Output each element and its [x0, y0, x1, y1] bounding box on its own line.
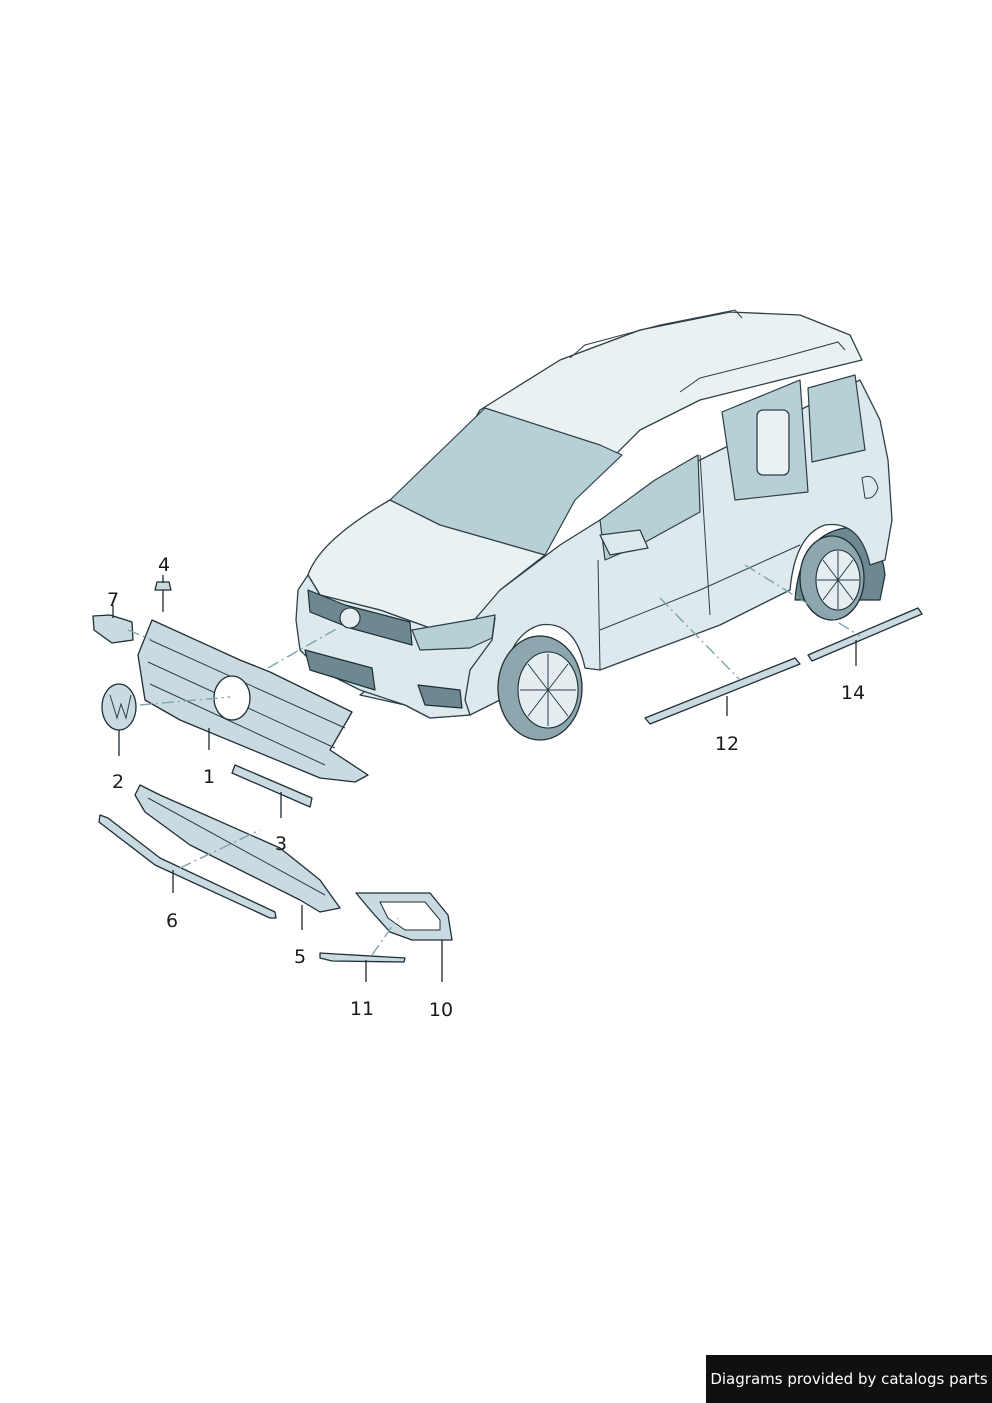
side-mirror: [599, 529, 649, 556]
part-3-trim-strip: [231, 764, 313, 808]
callout-4: 4: [158, 554, 170, 576]
roof-rail-right: [679, 341, 846, 393]
callout-5: 5: [294, 946, 306, 968]
part-11-small-trim: [319, 952, 406, 963]
leader-lines: [112, 575, 857, 982]
door-line-front: [597, 559, 601, 671]
fog-cover-opening: [379, 901, 441, 931]
dash-emblem-to-grille: [139, 696, 231, 706]
grille-slat-1: [149, 639, 346, 729]
lower-grille-mesh: [147, 797, 326, 896]
dash-fog-cover: [371, 917, 399, 956]
callout-11: 11: [350, 998, 374, 1020]
body-crease: [599, 544, 801, 631]
dash-molding-14: [744, 564, 861, 637]
part-5-lower-grille: [134, 784, 341, 913]
callout-labels: 7 4 1 2 3 5 6 10 11 12 14: [107, 554, 865, 1021]
grille-emblem-opening: [213, 675, 251, 721]
rear-quarter-window: [807, 374, 866, 463]
window-vent: [756, 409, 790, 476]
part-7-bracket: [92, 614, 134, 644]
dash-lower-trim: [179, 829, 261, 869]
callout-2: 2: [112, 771, 124, 793]
vehicle-fog-surround: [417, 684, 463, 709]
part-6-lower-trim: [98, 814, 277, 919]
callout-12: 12: [715, 733, 739, 755]
exploded-parts: [92, 581, 923, 963]
callout-6: 6: [166, 910, 178, 932]
front-rim-spokes: [520, 654, 576, 726]
part-14-side-molding: [807, 607, 923, 662]
callout-14: 14: [841, 682, 865, 704]
part-4-clip: [154, 581, 172, 591]
footer-credit: Diagrams provided by catalogs parts: [706, 1355, 992, 1403]
assembly-lines: [127, 564, 861, 956]
door-line-b-pillar: [699, 454, 711, 616]
part-12-side-molding: [644, 657, 801, 725]
van-illustration: [295, 309, 893, 741]
vehicle-badge: [339, 607, 361, 629]
callout-7: 7: [107, 589, 119, 611]
dash-molding-12: [659, 597, 741, 681]
part-2-emblem: [101, 683, 137, 731]
dash-grille-to-vehicle: [267, 627, 339, 669]
rear-rim-spokes: [817, 551, 859, 609]
roof-rail-left: [569, 309, 743, 359]
callout-10: 10: [429, 999, 453, 1021]
headlight: [411, 614, 496, 651]
emblem-mark: [109, 694, 132, 720]
dash-bracket: [127, 629, 153, 641]
grille-slat-3: [149, 683, 326, 766]
callout-1: 1: [203, 766, 215, 788]
footer-credit-text: Diagrams provided by catalogs parts: [710, 1370, 988, 1388]
callout-3: 3: [275, 833, 287, 855]
vehicle-lower-grille: [304, 649, 376, 691]
fuel-door: [861, 475, 879, 499]
